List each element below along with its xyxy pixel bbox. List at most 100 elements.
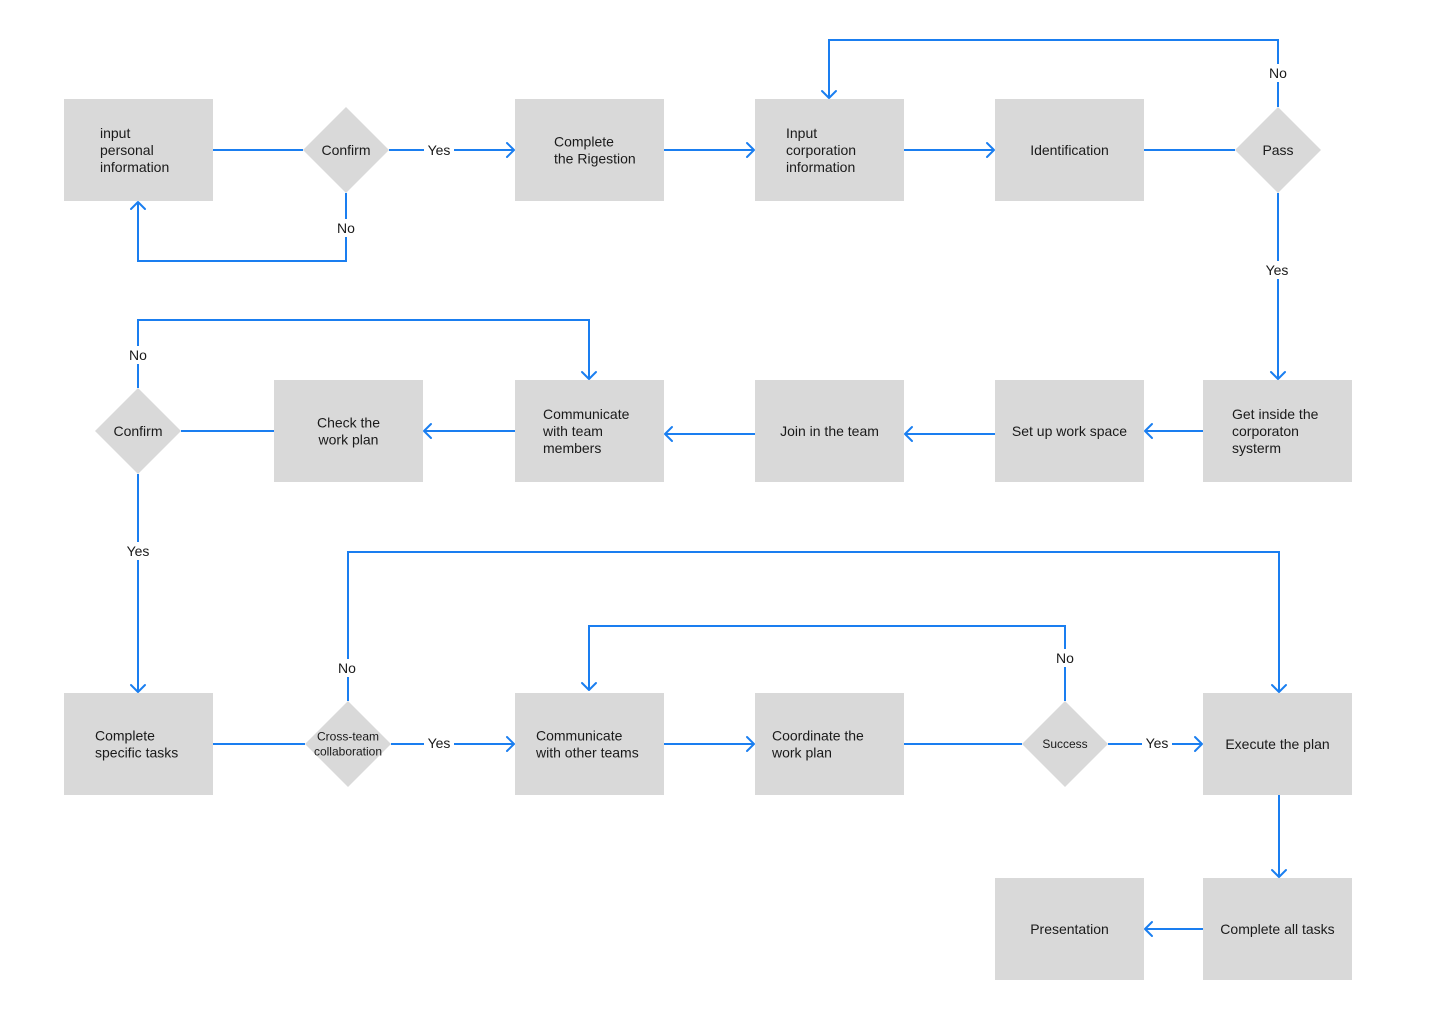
arrowhead — [581, 682, 597, 691]
edge-confirm2-no — [137, 319, 590, 388]
process-box — [515, 693, 664, 795]
svg-text:Yes: Yes — [127, 543, 150, 559]
node-pass: Pass — [1235, 107, 1321, 193]
node-label-line: systerm — [1232, 440, 1281, 456]
node-label-line: members — [543, 440, 601, 456]
process-box — [1203, 878, 1352, 980]
arrowhead — [664, 426, 673, 442]
arrowhead — [423, 423, 432, 439]
svg-text:No: No — [337, 220, 355, 236]
svg-text:No: No — [129, 347, 147, 363]
node-label-line: Presentation — [1030, 921, 1109, 937]
decision-diamond — [305, 701, 391, 787]
edge-label-success-no: No — [1054, 649, 1076, 667]
node-label-line: Coordinate the — [772, 728, 864, 744]
process-box — [755, 380, 904, 482]
node-label-line: information — [786, 159, 855, 175]
process-box — [755, 99, 904, 201]
process-box — [64, 693, 213, 795]
decision-diamond — [1022, 701, 1108, 787]
node-label-line: with team — [542, 423, 603, 439]
arrowhead — [1194, 736, 1203, 752]
node-label-line: Check the — [317, 415, 380, 431]
node-label-line: corporation — [786, 142, 856, 158]
svg-text:Yes: Yes — [1266, 262, 1289, 278]
process-box — [1203, 693, 1352, 795]
edge-pass-no — [828, 39, 1279, 107]
edge-label-success-yes: Yes — [1142, 734, 1172, 752]
svg-text:Yes: Yes — [1146, 735, 1169, 751]
nodes-layer: inputpersonalinformationConfirmCompletet… — [64, 99, 1352, 980]
process-box — [64, 99, 213, 201]
node-label-line: Communicate — [536, 728, 623, 744]
node-label-line: input — [100, 125, 130, 141]
node-label-line: work plan — [318, 432, 379, 448]
arrowhead — [986, 142, 995, 158]
node-label-line: information — [100, 159, 169, 175]
decision-diamond — [95, 388, 181, 474]
node-label-line: with other teams — [535, 745, 639, 761]
process-box — [1203, 380, 1352, 482]
decision-diamond — [303, 107, 389, 193]
process-box — [515, 99, 664, 201]
node-confirm-2: Confirm — [95, 388, 181, 474]
process-box — [995, 380, 1144, 482]
node-identification: Identification — [995, 99, 1144, 201]
arrowhead — [821, 90, 837, 99]
process-box — [755, 693, 904, 795]
edge-label-confirm1-yes: Yes — [424, 141, 454, 159]
arrowhead — [746, 142, 755, 158]
node-label-line: work plan — [771, 745, 832, 761]
node-label-line: Join in the team — [780, 423, 879, 439]
edge-success-no — [588, 625, 1066, 701]
svg-text:No: No — [338, 660, 356, 676]
arrowhead — [130, 201, 146, 210]
arrowhead — [506, 142, 515, 158]
arrowhead — [904, 426, 913, 442]
decision-diamond — [1235, 107, 1321, 193]
process-box — [995, 878, 1144, 980]
node-label-line: Identification — [1030, 142, 1109, 158]
arrowhead — [1144, 921, 1153, 937]
arrowhead — [1144, 423, 1153, 439]
process-box — [274, 380, 423, 482]
node-execute-plan: Execute the plan — [1203, 693, 1352, 795]
node-label-line: Complete all tasks — [1220, 921, 1334, 937]
node-setup-workspace: Set up work space — [995, 380, 1144, 482]
edge-label-cross-yes: Yes — [424, 734, 454, 752]
arrowhead — [506, 736, 515, 752]
process-box — [515, 380, 664, 482]
node-label-line: collaboration — [314, 745, 382, 759]
edge-label-confirm1-no: No — [335, 219, 357, 237]
node-presentation: Presentation — [995, 878, 1144, 980]
svg-text:Yes: Yes — [428, 142, 451, 158]
node-label-line: specific tasks — [95, 745, 178, 761]
node-label-line: Success — [1042, 737, 1087, 751]
node-label-line: Confirm — [321, 142, 370, 158]
node-label-line: corporaton — [1232, 423, 1299, 439]
node-complete-all: Complete all tasks — [1203, 878, 1352, 980]
node-label-line: Complete — [554, 134, 614, 150]
node-label-line: Get inside the — [1232, 406, 1319, 422]
node-label-line: Execute the plan — [1225, 736, 1329, 752]
node-label-line: Set up work space — [1012, 423, 1127, 439]
arrowhead — [1271, 684, 1287, 693]
edge-label-confirm2-yes: Yes — [123, 542, 153, 560]
edge-label-pass-no: No — [1267, 64, 1289, 82]
node-confirm-1: Confirm — [303, 107, 389, 193]
node-label-line: Confirm — [113, 423, 162, 439]
edge-label-confirm2-no: No — [127, 346, 149, 364]
node-join-team: Join in the team — [755, 380, 904, 482]
process-box — [995, 99, 1144, 201]
edge-cross-no — [347, 551, 1280, 701]
edge-label-cross-no: No — [336, 659, 358, 677]
